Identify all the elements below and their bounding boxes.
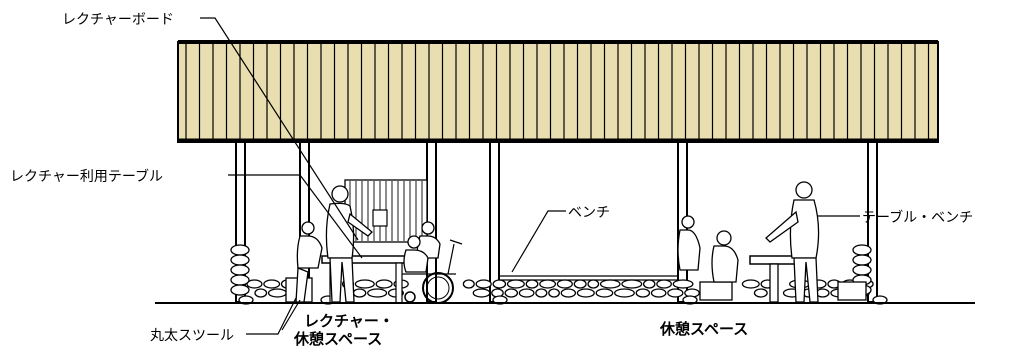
stone	[753, 288, 768, 298]
person-standing	[765, 181, 820, 303]
bench-rail	[499, 275, 678, 281]
person-seated	[711, 230, 739, 283]
column	[489, 141, 500, 303]
stone	[599, 279, 621, 289]
stone	[506, 279, 525, 289]
stone	[656, 279, 672, 289]
stone	[254, 288, 268, 298]
person-seated	[295, 221, 323, 303]
stone	[560, 288, 577, 298]
stone	[263, 279, 281, 289]
stone	[587, 279, 600, 289]
stone	[621, 279, 643, 289]
people	[295, 181, 820, 304]
side-stone	[230, 244, 250, 256]
log-stool	[837, 281, 867, 301]
stone	[535, 288, 548, 298]
stone	[672, 279, 694, 289]
lecture-table-leg	[395, 262, 403, 304]
side-stone	[852, 244, 872, 256]
stone	[548, 288, 560, 298]
side-stone	[230, 254, 250, 266]
side-stone	[230, 284, 250, 296]
stone	[354, 279, 375, 289]
stone	[635, 288, 651, 298]
stone	[267, 288, 287, 298]
round-table-top	[749, 255, 799, 265]
stone	[573, 279, 587, 289]
person-lecturer	[325, 185, 373, 303]
stone	[614, 288, 635, 298]
table-bench	[699, 255, 867, 303]
log-stool	[699, 281, 733, 301]
side-stone	[852, 254, 872, 266]
stone	[667, 288, 684, 298]
leader-lecture-table	[228, 174, 363, 259]
roof-panel	[177, 41, 939, 143]
stone	[650, 288, 667, 298]
label-rest-space: 休憩スペース	[659, 320, 748, 338]
label-lecture-rest-line1: レクチャー・	[304, 312, 394, 330]
label-lecture-rest-line2: 休憩スペース	[293, 330, 382, 348]
stone	[556, 279, 573, 289]
stone	[525, 279, 539, 289]
label-log-stool: 丸太スツール	[150, 328, 234, 344]
leader-bench	[511, 210, 566, 273]
stone	[475, 279, 492, 289]
stone	[246, 279, 263, 289]
stone	[472, 288, 491, 298]
roof	[177, 40, 939, 143]
label-bench: ベンチ	[568, 205, 610, 221]
side-stone	[230, 274, 250, 286]
stone	[539, 279, 557, 289]
side-stone	[230, 264, 250, 276]
stone	[504, 288, 519, 298]
label-lecture-board: レクチャーボード	[62, 12, 174, 28]
small-board	[372, 209, 388, 227]
leader-log-stool	[246, 297, 297, 335]
stone	[462, 279, 475, 289]
stone	[642, 279, 656, 289]
stone	[375, 279, 393, 289]
stone	[518, 288, 535, 298]
stone	[741, 279, 760, 289]
label-table-bench: テーブル・ベンチ	[862, 209, 973, 226]
leader-lines	[200, 17, 860, 335]
side-stone	[852, 264, 872, 276]
stone	[352, 288, 367, 298]
leader-lecture-board	[200, 17, 359, 241]
label-lecture-table: レクチャー利用テーブル	[10, 168, 163, 185]
round-table-leg	[769, 263, 779, 303]
person-seated	[677, 215, 701, 271]
leader-lecture-rest	[281, 299, 301, 331]
stone	[492, 279, 507, 289]
stone	[367, 288, 388, 298]
roof-slats	[185, 44, 930, 139]
stone	[595, 288, 614, 298]
stone	[576, 288, 595, 298]
